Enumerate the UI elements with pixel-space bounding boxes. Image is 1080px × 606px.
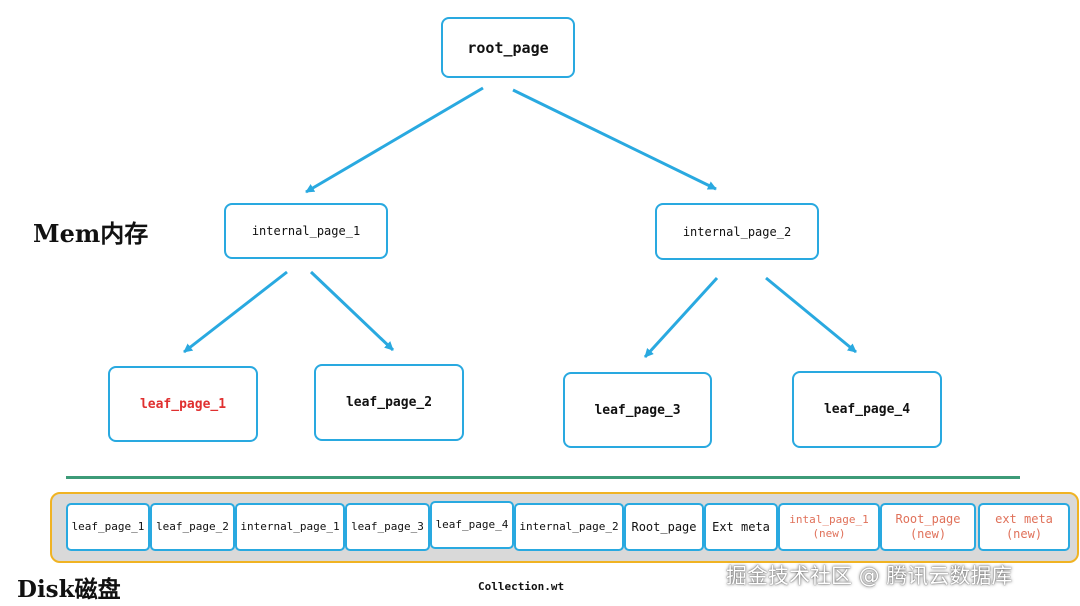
disk-cell-new: ext meta (new): [978, 503, 1070, 551]
disk-cell-label: internal_page_1: [240, 520, 340, 534]
disk-cell-label: ext meta: [995, 512, 1053, 526]
disk-cell: internal_page_1: [235, 503, 345, 551]
disk-cell-label: leaf_page_2: [156, 520, 229, 534]
disk-cell-label: intal_page_1: [789, 513, 869, 527]
disk-cell: leaf_page_1: [66, 503, 150, 551]
memory-disk-divider: [66, 476, 1020, 479]
disk-cell-new-tag: (new): [812, 527, 846, 540]
internal-page-2-node: internal_page_2: [655, 203, 819, 260]
leaf-page-3-node: leaf_page_3: [563, 372, 712, 448]
disk-cell-label: Ext meta: [712, 519, 770, 534]
disk-cell: Root_page: [624, 503, 704, 551]
disk-label: Disk磁盘: [17, 576, 121, 603]
disk-cell-new: intal_page_1 (new): [778, 503, 880, 551]
disk-cell-label: leaf_page_1: [71, 520, 145, 534]
disk-cell-label: leaf_page_4: [435, 518, 509, 532]
disk-cell-new-tag: (new): [909, 527, 947, 541]
file-name-caption: Collection.wt: [478, 580, 565, 593]
disk-cell-label: internal_page_2: [519, 520, 619, 534]
disk-cell: internal_page_2: [514, 503, 624, 551]
watermark: 掘金技术社区 @ 腾讯云数据库: [726, 564, 1013, 588]
disk-cell: leaf_page_3: [345, 503, 430, 551]
arrow-root-to-internal-2: [512, 88, 717, 191]
arrow-internal-1-to-leaf-1: [183, 270, 288, 354]
disk-cell: leaf_page_2: [150, 503, 235, 551]
disk-cell-new: Root_page (new): [880, 503, 976, 551]
disk-cell: leaf_page_4: [430, 501, 514, 549]
disk-cell: Ext meta: [704, 503, 778, 551]
leaf-page-1-node: leaf_page_1: [108, 366, 258, 442]
disk-cell-label: Root_page: [895, 512, 961, 526]
mem-label: Mem内存: [33, 219, 149, 248]
internal-page-1-node: internal_page_1: [224, 203, 388, 259]
disk-cell-new-tag: (new): [1005, 527, 1043, 541]
disk-cell-label: leaf_page_3: [351, 520, 424, 534]
arrow-internal-2-to-leaf-4: [765, 276, 857, 354]
arrow-root-to-internal-1: [305, 86, 484, 194]
root-page-node: root_page: [441, 17, 575, 78]
disk-cell-label: Root_page: [631, 519, 697, 534]
leaf-page-2-node: leaf_page_2: [314, 364, 464, 441]
leaf-page-4-node: leaf_page_4: [792, 371, 942, 448]
arrow-internal-1-to-leaf-2: [309, 270, 395, 352]
arrow-internal-2-to-leaf-3: [643, 276, 719, 359]
